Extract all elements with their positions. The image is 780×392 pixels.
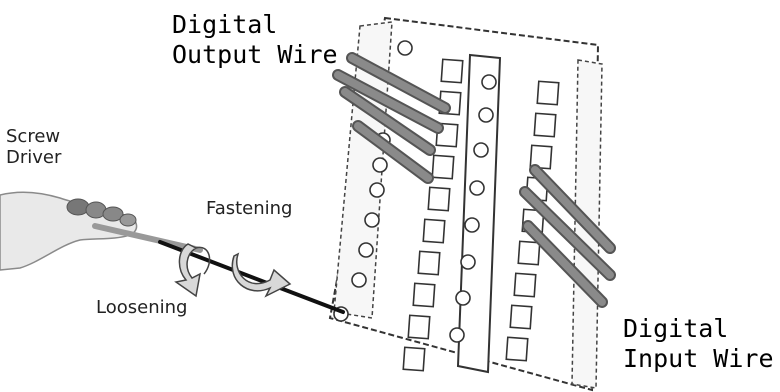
hand-illustration — [0, 191, 138, 271]
screw-driver-label: Screw Driver — [6, 126, 62, 169]
digital-output-wires — [332, 52, 451, 184]
loosening-rotation-arrow — [174, 243, 211, 298]
fastening-rotation-arrow — [231, 252, 292, 298]
middle-screw-column — [449, 74, 497, 343]
digital-input-wires — [519, 164, 616, 308]
digital-output-wire-label: Digital Output Wire — [172, 10, 338, 69]
digital-input-wire-label: Digital Input Wire — [623, 314, 774, 373]
loosening-label: Loosening — [96, 297, 188, 318]
right-terminal-stack — [505, 80, 560, 362]
fastening-label: Fastening — [206, 198, 293, 219]
